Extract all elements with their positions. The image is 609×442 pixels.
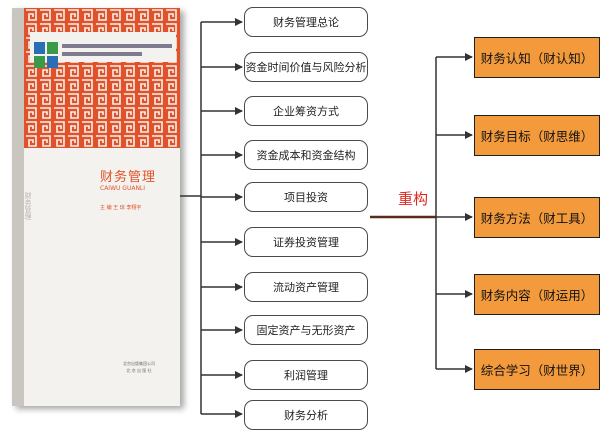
chapter-box: 资金时间价值与风险分析 [244,52,368,82]
module-box: 财务目标（财思维） [474,115,600,156]
chapter-box: 企业筹资方式 [244,96,368,126]
module-box: 财务方法（财工具） [474,197,600,238]
publisher-line: 北京出版集团公司 [123,361,155,366]
book-publisher: 北京出版集团公司 北 京 出 版 社 [114,360,164,374]
book-subtitle: CAIWU GUANLI [100,185,146,192]
book-spine [12,8,24,406]
chapter-box: 固定资产与无形资产 [244,315,368,345]
publisher-logo-icon [34,42,58,68]
chapter-box: 财务分析 [244,400,368,430]
series-bar [62,52,142,56]
publisher-line: 北 京 出 版 社 [126,368,152,373]
book-title: 财务管理 [100,170,157,185]
chapter-box: 资金成本和资金结构 [244,140,368,170]
chapter-box: 项目投资 [244,182,368,212]
spine-title: 财务管理 [24,192,32,220]
book-author: 主 编 王 琼 李翔宇 [100,205,142,211]
restructure-label: 重构 [398,190,429,208]
module-box: 综合学习（财世界） [474,349,600,390]
module-box: 财务内容（财运用） [474,274,600,315]
chapter-box: 流动资产管理 [244,272,368,302]
series-bar [62,44,172,48]
book-cover: 财务管理 CAIWU GUANLI 主 编 王 琼 李翔宇 财务管理 北京出版集… [12,8,180,406]
chapter-box: 证券投资管理 [244,227,368,257]
chapter-box: 财务管理总论 [244,7,368,37]
module-box: 财务认知（财认知） [474,37,600,78]
chapter-box: 利润管理 [244,360,368,390]
